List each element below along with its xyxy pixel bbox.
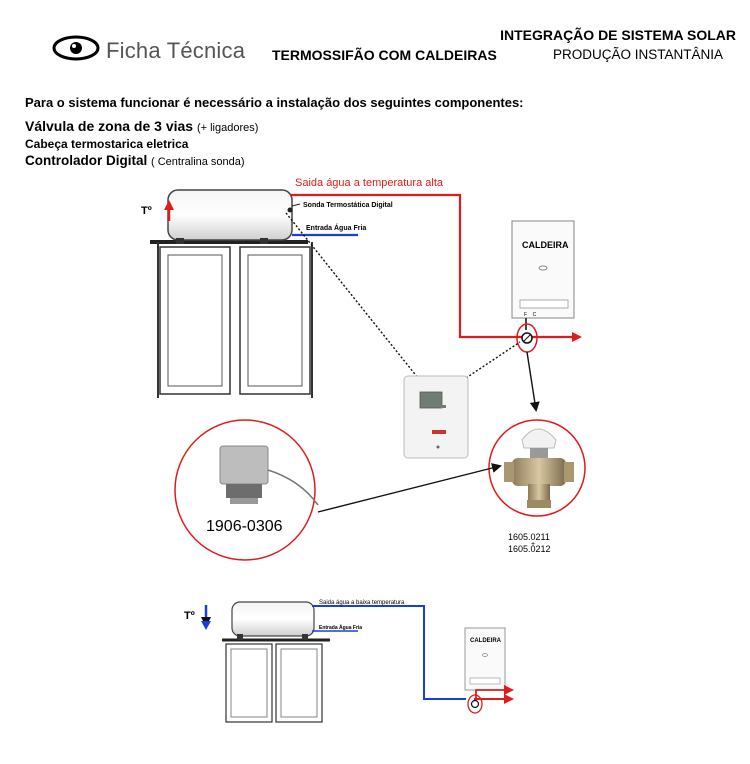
valve-code-1: 1605.0211 xyxy=(508,532,550,542)
solar-collectors xyxy=(150,240,313,398)
outlet-label-bottom: Saida água a baixa temperatura xyxy=(319,600,405,606)
solar-collectors-bottom xyxy=(222,638,330,723)
component-valve-note: (+ ligadores) xyxy=(196,122,259,134)
component-controller: Controlador Digital ( Centralina sonda) xyxy=(25,153,245,168)
page-title-line1: INTEGRAÇÃO DE SISTEMA SOLAR xyxy=(500,27,736,43)
valve-code-plus: + xyxy=(531,541,535,548)
component-valve-name: Válvula de zona de 3 vias xyxy=(25,118,194,134)
boiler-bottom xyxy=(464,627,506,691)
eye-logo-icon xyxy=(52,35,100,61)
sensor-cable xyxy=(285,212,419,379)
valve-symbol-bottom-icon xyxy=(470,699,480,709)
component-controller-note: ( Centralina sonda) xyxy=(151,156,245,168)
temp-label-top: Tº xyxy=(141,205,152,217)
valve-zoom xyxy=(488,419,586,517)
component-thermostatic-head: Cabeça termostarica eletrica xyxy=(25,137,189,151)
cold-inlet-label: Entrada Água Fria xyxy=(306,223,366,232)
actuator-zoom xyxy=(174,419,319,561)
valve-highlight-ring-bottom xyxy=(467,694,483,714)
page-title-line2: TERMOSSIFÃO COM CALDEIRAS xyxy=(272,47,497,63)
boiler-label-bottom: CALDEIRA xyxy=(470,638,502,644)
water-tank xyxy=(167,189,293,244)
valve-code-2: 1605.0212 xyxy=(508,544,551,554)
valve-cable xyxy=(465,341,521,379)
cold-inlet-label-bottom: Entrada Água Fria xyxy=(319,624,362,631)
digital-controller xyxy=(403,375,469,459)
component-controller-name: Controlador Digital xyxy=(25,153,148,168)
actuator-arrow xyxy=(317,463,502,513)
boiler-label: CALDEIRA xyxy=(522,240,569,250)
intro-text: Para o sistema funcionar é necessário a … xyxy=(25,95,524,110)
water-tank-bottom xyxy=(231,601,315,640)
component-valve: Válvula de zona de 3 vias (+ ligadores) xyxy=(25,118,258,134)
boiler-ports-label: F C xyxy=(524,312,537,318)
logo-text: Ficha Técnica xyxy=(106,38,246,63)
outlet-pipe-bottom xyxy=(312,605,466,700)
page-title-suffix: PRODUÇÃO INSTANTÂNIA xyxy=(553,47,724,62)
hot-outlet-label: Saida água a temperatura alta xyxy=(295,177,444,189)
sensor-pointer xyxy=(291,203,301,207)
actuator-code: 1906-0306 xyxy=(206,518,283,535)
valve-zoom-arrow xyxy=(526,351,540,412)
sensor-label: Sonda Termostática Digital xyxy=(303,202,393,209)
hot-water-pipe xyxy=(290,193,582,342)
temp-label-bottom: Tº xyxy=(184,610,195,622)
boiler xyxy=(511,220,575,330)
